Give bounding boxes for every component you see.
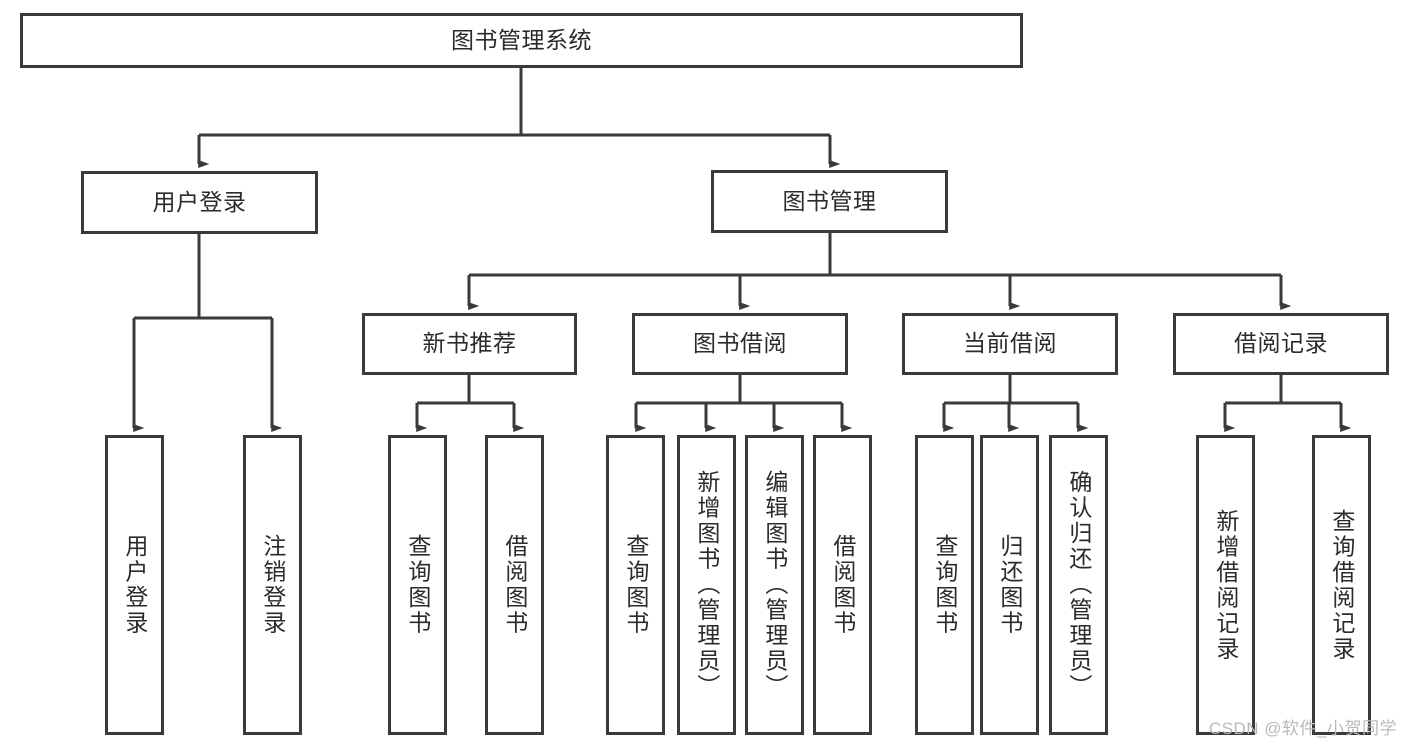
leaf-borrow-books-recommend[interactable]: 借阅图书 xyxy=(485,435,544,735)
leaf-edit-book-admin[interactable]: 编辑图书（管理员） xyxy=(745,435,804,735)
node-label: 归还图书 xyxy=(996,534,1023,636)
leaf-user-login[interactable]: 用户登录 xyxy=(105,435,164,735)
node-label: 借阅图书 xyxy=(501,534,528,636)
node-label: 查询借阅记录 xyxy=(1328,508,1355,662)
node-label: 用户登录 xyxy=(121,534,148,636)
node-current-borrow[interactable]: 当前借阅 xyxy=(902,313,1118,375)
watermark-text: CSDN @软件_小贺同学 xyxy=(1208,719,1397,738)
node-borrow-records[interactable]: 借阅记录 xyxy=(1173,313,1389,375)
node-label: 借阅记录 xyxy=(1234,330,1328,357)
node-root-system[interactable]: 图书管理系统 xyxy=(20,13,1023,68)
node-label: 查询图书 xyxy=(622,534,649,636)
node-book-borrow[interactable]: 图书借阅 xyxy=(632,313,848,375)
node-label: 新增图书（管理员） xyxy=(693,470,720,700)
node-user-login[interactable]: 用户登录 xyxy=(81,171,318,234)
leaf-query-books-borrow[interactable]: 查询图书 xyxy=(606,435,665,735)
node-label: 确认归还（管理员） xyxy=(1065,470,1092,700)
leaf-query-books-recommend[interactable]: 查询图书 xyxy=(388,435,447,735)
leaf-query-books-current[interactable]: 查询图书 xyxy=(915,435,974,735)
node-book-management[interactable]: 图书管理 xyxy=(711,170,948,233)
leaf-return-books[interactable]: 归还图书 xyxy=(980,435,1039,735)
node-label: 新增借阅记录 xyxy=(1212,508,1239,662)
leaf-borrow-books[interactable]: 借阅图书 xyxy=(813,435,872,735)
node-label: 当前借阅 xyxy=(963,330,1057,357)
leaf-confirm-return-admin[interactable]: 确认归还（管理员） xyxy=(1049,435,1108,735)
node-label: 编辑图书（管理员） xyxy=(761,470,788,700)
node-label: 借阅图书 xyxy=(829,534,856,636)
node-label: 查询图书 xyxy=(404,534,431,636)
node-label: 注销登录 xyxy=(259,534,286,636)
node-label: 图书借阅 xyxy=(693,330,787,357)
node-label: 新书推荐 xyxy=(422,330,517,357)
node-new-book-recommend[interactable]: 新书推荐 xyxy=(362,313,577,375)
node-label: 查询图书 xyxy=(931,534,958,636)
leaf-query-borrow-record[interactable]: 查询借阅记录 xyxy=(1312,435,1371,735)
node-label: 图书管理 xyxy=(782,187,877,214)
node-label: 用户登录 xyxy=(152,188,247,215)
leaf-add-borrow-record[interactable]: 新增借阅记录 xyxy=(1196,435,1255,735)
leaf-add-book-admin[interactable]: 新增图书（管理员） xyxy=(677,435,736,735)
leaf-user-logout[interactable]: 注销登录 xyxy=(243,435,302,735)
node-label: 图书管理系统 xyxy=(451,26,592,53)
